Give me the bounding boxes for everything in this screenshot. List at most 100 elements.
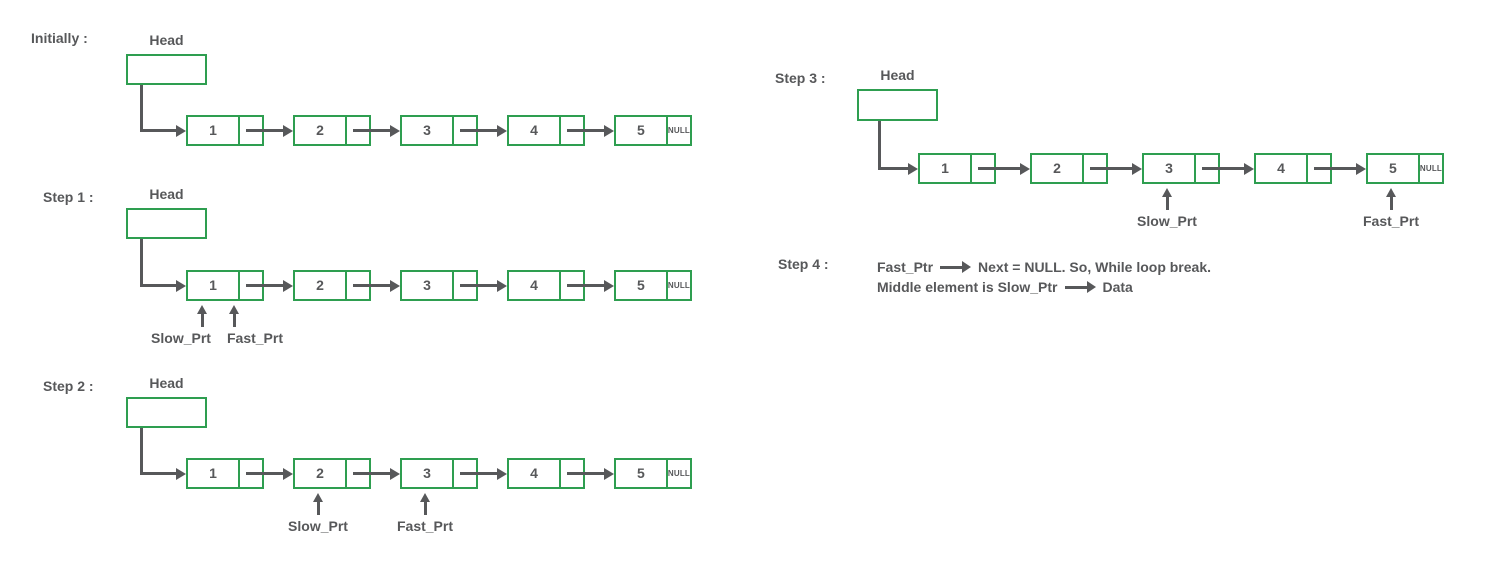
step3-fast-pointer-label: Fast_Prt (1362, 213, 1420, 229)
step1-next-arrow-3 (460, 284, 498, 287)
step2-next-arrow-3 (460, 472, 498, 475)
step3-next-arrow-3 (1202, 167, 1245, 170)
step1-fast-pointer-arrowhead-icon (229, 305, 239, 314)
step2-head-arrowhead-icon (176, 467, 186, 480)
step3-label: Step 3 : (775, 70, 826, 86)
step1-node-5-data-cell: 5 (616, 272, 668, 299)
initially-node-5-null-cell: NULL (667, 125, 690, 135)
step1-node-2-data-cell: 2 (295, 272, 347, 299)
step2-head-label: Head (149, 375, 184, 391)
initially-next-arrowhead-icon-3 (497, 124, 507, 137)
long-right-arrow-icon (940, 261, 972, 273)
step1-slow-pointer-label: Slow_Prt (151, 330, 211, 346)
step1-head-arrowhead-icon (176, 279, 186, 292)
step4-text-block: Fast_Ptr Next = NULL. So, While loop brea… (877, 259, 1211, 299)
step3-next-arrow-1 (978, 167, 1021, 170)
initially-next-arrowhead-icon-4 (604, 124, 614, 137)
long-right-arrow-icon (1064, 281, 1096, 293)
initially-next-arrow-1 (246, 129, 284, 132)
step3-node-2-data-cell: 2 (1032, 155, 1084, 182)
initially-next-arrow-4 (567, 129, 605, 132)
step4-line2-subject: Middle element is Slow_Ptr (877, 279, 1058, 295)
step1-head-connector-v (140, 239, 143, 287)
step2-node-3-data-cell: 3 (402, 460, 454, 487)
initially-node-1-data-cell: 1 (188, 117, 240, 144)
initially-head-label: Head (149, 32, 184, 48)
step1-head-label: Head (149, 186, 184, 202)
step2-node-5-null-cell: NULL (667, 468, 690, 478)
step3-next-arrow-4 (1314, 167, 1357, 170)
initially-next-arrowhead-icon-1 (283, 124, 293, 137)
initially-next-arrow-3 (460, 129, 498, 132)
step2-next-arrow-4 (567, 472, 605, 475)
step3-next-arrowhead-icon-1 (1020, 162, 1030, 175)
step3-head-label: Head (880, 67, 915, 83)
step3-node-5-null-cell: NULL (1419, 163, 1442, 173)
initially-node-3-data-cell: 3 (402, 117, 454, 144)
step2-next-arrowhead-icon-2 (390, 467, 400, 480)
step2-head-connector-h (140, 472, 177, 475)
step2-fast-pointer-label: Fast_Prt (396, 518, 454, 534)
step1-slow-pointer-arrow (200, 313, 204, 327)
step1-next-arrow-4 (567, 284, 605, 287)
step1-node-5-null-cell: NULL (667, 280, 690, 290)
step1-next-arrowhead-icon-4 (604, 279, 614, 292)
initially-node-4: 4 (507, 115, 585, 146)
step2-slow-pointer-label: Slow_Prt (288, 518, 348, 534)
step3-next-arrowhead-icon-3 (1244, 162, 1254, 175)
step3-next-arrowhead-icon-4 (1356, 162, 1366, 175)
step2-next-arrowhead-icon-4 (604, 467, 614, 480)
initially-node-3: 3 (400, 115, 478, 146)
step3-node-2: 2 (1030, 153, 1108, 184)
step1-head-box (126, 208, 207, 239)
step3-node-1-data-cell: 1 (920, 155, 972, 182)
step4-line1-predicate: Next = NULL. So, While loop break. (978, 259, 1212, 275)
step2-head-box (126, 397, 207, 428)
step1-next-arrowhead-icon-2 (390, 279, 400, 292)
step1-node-1-data-cell: 1 (188, 272, 240, 299)
initially-label: Initially : (31, 30, 88, 46)
initially-head-connector-h (140, 129, 177, 132)
step2-node-2-data-cell: 2 (295, 460, 347, 487)
step2-next-arrow-2 (353, 472, 391, 475)
step3-head-connector-h (878, 167, 909, 170)
step2-node-5-data-cell: 5 (616, 460, 668, 487)
step3-head-connector-v (878, 121, 881, 170)
step4-line1-subject: Fast_Ptr (877, 259, 934, 275)
step3-node-5-data-cell: 5 (1368, 155, 1420, 182)
step1-node-3-data-cell: 3 (402, 272, 454, 299)
step2-slow-pointer-arrow (316, 501, 320, 515)
step1-node-4-data-cell: 4 (509, 272, 561, 299)
step2-node-1-data-cell: 1 (188, 460, 240, 487)
step2-head-connector-v (140, 428, 143, 475)
step1-label: Step 1 : (43, 189, 94, 205)
step2-next-arrowhead-icon-1 (283, 467, 293, 480)
step1-next-arrow-2 (353, 284, 391, 287)
step3-next-arrowhead-icon-2 (1132, 162, 1142, 175)
step1-fast-pointer-arrow (232, 313, 236, 327)
step2-next-arrow-1 (246, 472, 284, 475)
initially-next-arrowhead-icon-2 (390, 124, 400, 137)
step3-head-box (857, 89, 938, 121)
step3-slow-pointer-label: Slow_Prt (1137, 213, 1197, 229)
initially-node-5-data-cell: 5 (616, 117, 668, 144)
step3-slow-pointer-arrowhead-icon (1162, 188, 1172, 197)
step1-next-arrowhead-icon-3 (497, 279, 507, 292)
initially-head-arrowhead-icon (176, 124, 186, 137)
step3-head-arrowhead-icon (908, 162, 918, 175)
initially-node-2-data-cell: 2 (295, 117, 347, 144)
initially-next-arrow-2 (353, 129, 391, 132)
initially-node-4-data-cell: 4 (509, 117, 561, 144)
step3-fast-pointer-arrow (1389, 196, 1393, 210)
step1-fast-pointer-label: Fast_Prt (226, 330, 284, 346)
step4-label: Step 4 : (778, 256, 829, 272)
step3-slow-pointer-arrow (1165, 196, 1169, 210)
step1-slow-pointer-arrowhead-icon (197, 305, 207, 314)
step2-fast-pointer-arrowhead-icon (420, 493, 430, 502)
initially-head-box (126, 54, 207, 85)
step2-node-4-data-cell: 4 (509, 460, 561, 487)
